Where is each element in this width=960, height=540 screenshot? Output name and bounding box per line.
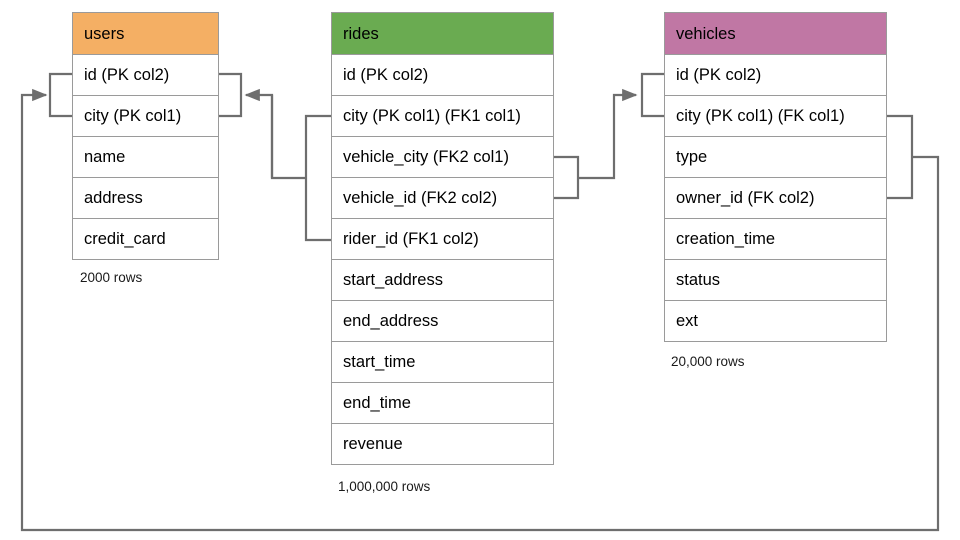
entity-header-rides[interactable]: rides bbox=[332, 13, 553, 55]
connector-rides-right-bracket bbox=[554, 155, 580, 200]
field-users-address[interactable]: address bbox=[73, 178, 218, 219]
field-users-id[interactable]: id (PK col2) bbox=[73, 55, 218, 96]
entity-table-rides[interactable]: rides id (PK col2) city (PK col1) (FK1 c… bbox=[331, 12, 554, 465]
connector-rides-left-bracket bbox=[304, 114, 331, 242]
entity-table-vehicles[interactable]: vehicles id (PK col2) city (PK col1) (FK… bbox=[664, 12, 887, 342]
field-vehicles-city[interactable]: city (PK col1) (FK col1) bbox=[665, 96, 886, 137]
connector-vehicles-left-bracket bbox=[640, 72, 664, 118]
field-rides-id[interactable]: id (PK col2) bbox=[332, 55, 553, 96]
field-vehicles-creation-time[interactable]: creation_time bbox=[665, 219, 886, 260]
field-users-credit-card[interactable]: credit_card bbox=[73, 219, 218, 260]
field-rides-city[interactable]: city (PK col1) (FK1 col1) bbox=[332, 96, 553, 137]
field-vehicles-id[interactable]: id (PK col2) bbox=[665, 55, 886, 96]
field-vehicles-owner-id[interactable]: owner_id (FK col2) bbox=[665, 178, 886, 219]
connector-users-left-bracket bbox=[48, 72, 72, 118]
field-users-city[interactable]: city (PK col1) bbox=[73, 96, 218, 137]
field-rides-end-address[interactable]: end_address bbox=[332, 301, 553, 342]
field-rides-rider-id[interactable]: rider_id (FK1 col2) bbox=[332, 219, 553, 260]
connector-rides-to-users-arrow bbox=[244, 88, 274, 178]
connector-users-right-bracket bbox=[219, 72, 243, 118]
row-count-caption-vehicles: 20,000 rows bbox=[671, 354, 745, 369]
entity-table-users[interactable]: users id (PK col2) city (PK col1) name a… bbox=[72, 12, 219, 260]
field-vehicles-ext[interactable]: ext bbox=[665, 301, 886, 342]
field-vehicles-status[interactable]: status bbox=[665, 260, 886, 301]
row-count-caption-rides: 1,000,000 rows bbox=[338, 479, 431, 494]
connector-rides-to-vehicles bbox=[578, 88, 638, 180]
field-users-name[interactable]: name bbox=[73, 137, 218, 178]
field-vehicles-type[interactable]: type bbox=[665, 137, 886, 178]
connector-rides-to-users bbox=[270, 95, 306, 180]
connector-vehicles-right-bracket bbox=[887, 114, 914, 200]
field-rides-vehicle-city[interactable]: vehicle_city (FK2 col1) bbox=[332, 137, 553, 178]
entity-header-vehicles[interactable]: vehicles bbox=[665, 13, 886, 55]
row-count-caption-users: 2000 rows bbox=[80, 270, 143, 285]
field-rides-start-address[interactable]: start_address bbox=[332, 260, 553, 301]
entity-header-users[interactable]: users bbox=[73, 13, 218, 55]
field-rides-end-time[interactable]: end_time bbox=[332, 383, 553, 424]
field-rides-vehicle-id[interactable]: vehicle_id (FK2 col2) bbox=[332, 178, 553, 219]
field-rides-revenue[interactable]: revenue bbox=[332, 424, 553, 465]
field-rides-start-time[interactable]: start_time bbox=[332, 342, 553, 383]
